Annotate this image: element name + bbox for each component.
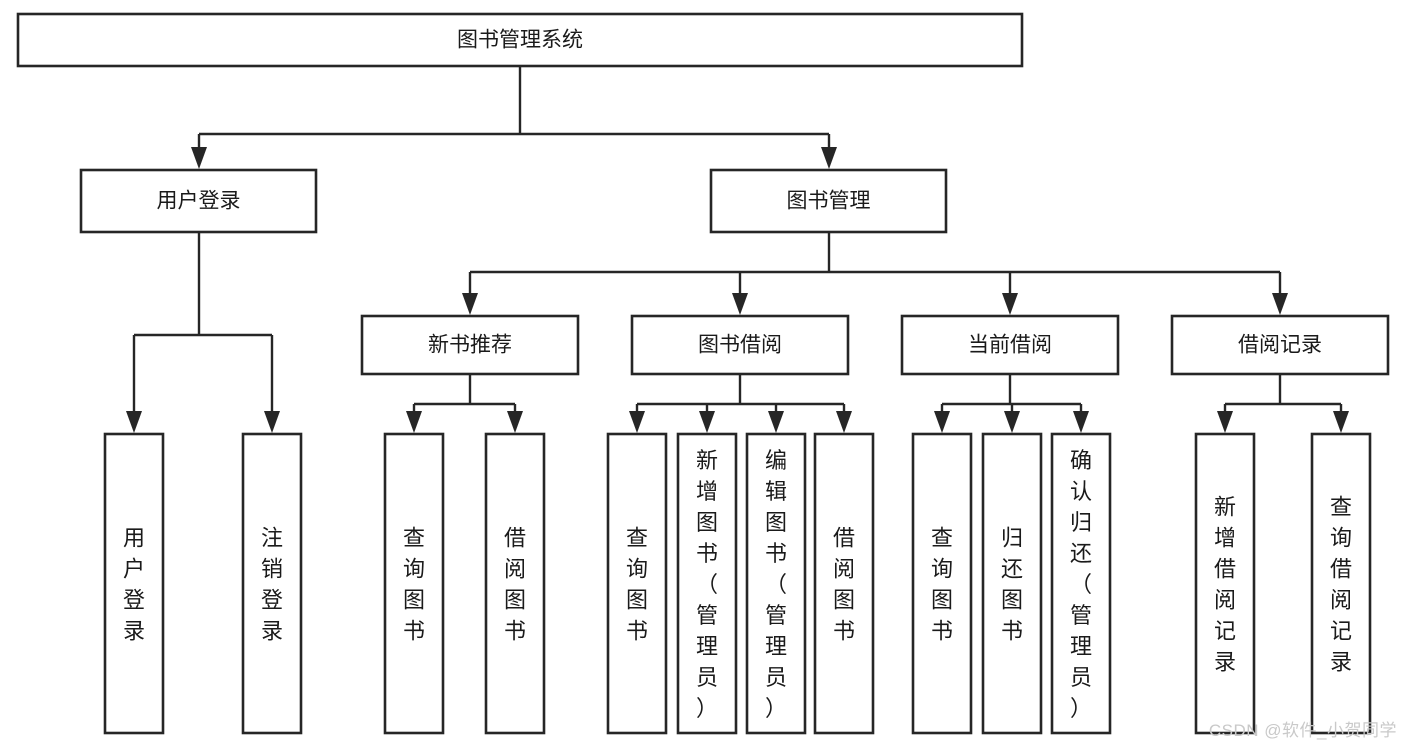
leaf-node-label: 查询借阅记录 [1330,495,1352,675]
arrow-head-icon [768,411,784,433]
arrow-head-icon [264,411,280,433]
leaf-node-leaf-edit-book[interactable]: 编辑图书（管理员） [745,432,807,735]
watermark-text: CSDN @软件_小贺同学 [1208,721,1397,740]
connector-new-book-to-leaves [406,374,523,433]
leaf-node-label: 新增图书（管理员） [696,448,718,721]
root-node-label: 图书管理系统 [457,29,583,52]
level3-node-book-borrow[interactable]: 图书借阅 [630,314,850,376]
leaf-node-leaf-user-login[interactable]: 用户登录 [103,432,165,735]
leaf-node-box[interactable] [103,432,165,735]
level2-node-label: 图书管理 [787,190,871,213]
connector-book-borrow-to-leaves [629,374,852,433]
leaf-node-label: 查询图书 [931,526,953,644]
leaf-node-box[interactable] [1050,432,1112,735]
leaf-node-box[interactable] [911,432,973,735]
arrow-head-icon [732,293,748,315]
leaf-node-label: 编辑图书（管理员） [765,448,787,721]
connector-root-to-level2 [191,66,837,169]
arrow-head-icon [934,411,950,433]
leaf-node-leaf-add-book[interactable]: 新增图书（管理员） [676,432,738,735]
level3-node-label: 图书借阅 [698,334,782,357]
arrow-head-icon [699,411,715,433]
leaf-node-leaf-query-book-2[interactable]: 查询图书 [606,432,668,735]
arrow-head-icon [1333,411,1349,433]
leaf-node-label: 归还图书 [1001,526,1023,644]
leaf-node-leaf-add-record[interactable]: 新增借阅记录 [1194,432,1256,735]
arrow-head-icon [126,411,142,433]
leaf-node-leaf-return-book[interactable]: 归还图书 [981,432,1043,735]
node-layer: 图书管理系统用户登录图书管理新书推荐图书借阅当前借阅借阅记录用户登录注销登录查询… [16,12,1390,735]
root-node-box[interactable] [16,12,1024,68]
level3-node-label: 借阅记录 [1238,334,1322,357]
arrow-head-icon [191,147,207,169]
leaf-node-box[interactable] [383,432,445,735]
level3-node-label: 新书推荐 [428,334,512,357]
level2-node-label: 用户登录 [157,190,241,213]
leaf-node-box[interactable] [1194,432,1256,735]
leaf-node-box[interactable] [241,432,303,735]
level3-node-box[interactable] [630,314,850,376]
arrow-head-icon [1272,293,1288,315]
leaf-node-leaf-logout[interactable]: 注销登录 [241,432,303,735]
level3-node-box[interactable] [360,314,580,376]
arrow-head-icon [462,293,478,315]
arrow-head-icon [1073,411,1089,433]
leaf-node-label: 查询图书 [403,526,425,644]
root-node-root[interactable]: 图书管理系统 [16,12,1024,68]
leaf-node-leaf-borrow-book-1[interactable]: 借阅图书 [484,432,546,735]
leaf-node-leaf-query-book-1[interactable]: 查询图书 [383,432,445,735]
leaf-node-box[interactable] [676,432,738,735]
level2-node-book-manage[interactable]: 图书管理 [709,168,948,234]
leaf-node-label: 查询图书 [626,526,648,644]
level3-node-current-borrow[interactable]: 当前借阅 [900,314,1120,376]
level2-node-box[interactable] [709,168,948,234]
arrow-head-icon [836,411,852,433]
connector-book-manage-to-level3 [462,232,1288,315]
leaf-node-label: 借阅图书 [504,526,526,644]
leaf-node-leaf-confirm-return[interactable]: 确认归还（管理员） [1050,432,1112,735]
leaf-node-box[interactable] [484,432,546,735]
connector-current-borrow-to-leaves [934,374,1089,433]
connector-user-login-to-leaves [126,232,280,433]
level3-node-box[interactable] [1170,314,1390,376]
leaf-node-box[interactable] [813,432,875,735]
leaf-node-label: 用户登录 [123,526,145,644]
arrow-head-icon [1004,411,1020,433]
arrow-head-icon [1002,293,1018,315]
connector-layer [126,66,1349,433]
leaf-node-label: 注销登录 [261,526,283,644]
level2-node-box[interactable] [79,168,318,234]
level3-node-new-book-recommend[interactable]: 新书推荐 [360,314,580,376]
leaf-node-box[interactable] [745,432,807,735]
level3-node-box[interactable] [900,314,1120,376]
arrow-head-icon [507,411,523,433]
connector-borrow-record-to-leaves [1217,374,1349,433]
level2-node-user-login[interactable]: 用户登录 [79,168,318,234]
leaf-node-leaf-query-record[interactable]: 查询借阅记录 [1310,432,1372,735]
level3-node-label: 当前借阅 [968,334,1052,357]
leaf-node-leaf-query-book-3[interactable]: 查询图书 [911,432,973,735]
leaf-node-label: 确认归还（管理员） [1070,448,1092,721]
arrow-head-icon [406,411,422,433]
leaf-node-label: 新增借阅记录 [1214,495,1236,675]
level3-node-borrow-record[interactable]: 借阅记录 [1170,314,1390,376]
arrow-head-icon [629,411,645,433]
leaf-node-label: 借阅图书 [833,526,855,644]
leaf-node-box[interactable] [981,432,1043,735]
leaf-node-box[interactable] [606,432,668,735]
leaf-node-leaf-borrow-book-2[interactable]: 借阅图书 [813,432,875,735]
arrow-head-icon [1217,411,1233,433]
arrow-head-icon [821,147,837,169]
leaf-node-box[interactable] [1310,432,1372,735]
